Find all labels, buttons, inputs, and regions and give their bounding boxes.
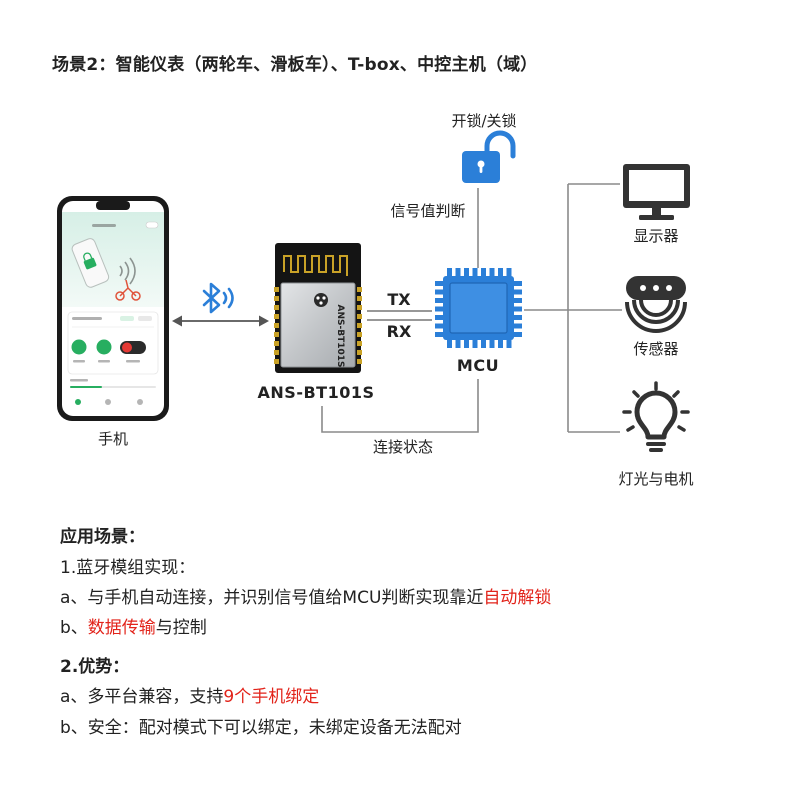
module-pad (357, 359, 362, 364)
section1-item-a-highlight: 自动解锁 (483, 588, 552, 608)
phone-scooter-illustration (115, 279, 141, 301)
mcu-pin (447, 339, 452, 348)
sensor-icon (625, 276, 687, 333)
module-print-text: ANS-BT101S (335, 305, 345, 368)
mcu-pin (513, 332, 522, 337)
output-connector-lines (524, 183, 622, 433)
mcu-pin (464, 268, 469, 277)
section1-item-b-text: b、 (60, 618, 88, 638)
section2-item-a-text: a、多平台兼容，支持 (60, 687, 224, 707)
mcu-pin (513, 298, 522, 303)
rx-label: RX (387, 322, 412, 341)
module-pad (274, 359, 279, 364)
section2-item-a: a、多平台兼容，支持9个手机绑定 (60, 684, 319, 710)
section1-item-b-suffix: 与控制 (155, 618, 207, 638)
wireless-link-arrow (172, 315, 269, 327)
mcu-pin (506, 268, 512, 277)
mcu-pin (513, 281, 522, 286)
module-pad (274, 287, 279, 292)
module-pad (357, 305, 362, 310)
section1-item-a: a、与手机自动连接，并识别信号值给MCU判断实现靠近自动解锁 (60, 585, 551, 611)
mcu-pin (481, 268, 486, 277)
mcu-pin (489, 268, 495, 277)
section1-item-a-text: a、与手机自动连接，并识别信号值给MCU判断实现靠近 (60, 588, 484, 608)
page-title: 场景2：智能仪表（两轮车、滑板车）、T-box、中控主机（域） (52, 55, 538, 75)
mcu-pin (472, 339, 478, 348)
signal-judgement-label: 信号值判断 (390, 202, 465, 220)
notes-heading: 应用场景： (60, 527, 145, 547)
mcu-pin (513, 306, 522, 312)
mcu-pin (435, 323, 444, 329)
mcu-pin (435, 281, 444, 286)
sensor-label: 传感器 (633, 340, 678, 358)
connection-status-label: 连接状态 (373, 438, 433, 456)
connection-status-line (321, 379, 479, 433)
module-pad (274, 305, 279, 310)
mcu-pin (513, 289, 522, 295)
chip-icon (435, 268, 522, 348)
mcu-label: MCU (457, 356, 499, 375)
mcu-pin (447, 268, 452, 277)
module-pad (274, 314, 279, 319)
mcu-pin (513, 315, 522, 320)
lightbulb-label: 灯光与电机 (618, 470, 693, 488)
phone-signal-icon (119, 257, 136, 285)
system-diagram: 手机 ANS-BT101S ANS-BT101S TX RX (57, 112, 694, 488)
module-pad (357, 287, 362, 292)
uart-lines (367, 310, 432, 321)
tx-label: TX (387, 290, 411, 309)
module-pad (357, 296, 362, 301)
module-pad (357, 341, 362, 346)
phone-lock-button (71, 339, 87, 355)
module-pad (274, 323, 279, 328)
unlock-icon (462, 130, 516, 183)
mcu-pin (513, 323, 522, 329)
phone-unlock-button (96, 339, 112, 355)
mcu-pin (506, 339, 512, 348)
section1-item-b-highlight: 数据传输 (87, 618, 156, 638)
monitor-icon (623, 164, 690, 220)
mcu-pin (498, 268, 503, 277)
module-pad (357, 350, 362, 355)
module-pads (274, 287, 362, 364)
module-shield (280, 282, 356, 368)
mcu-pin (464, 339, 469, 348)
section2-item-b-text: b、安全：配对模式下可以绑定，未绑定设备无法配对 (60, 718, 462, 738)
module-pad (357, 314, 362, 319)
phone-label: 手机 (98, 430, 128, 448)
monitor-label: 显示器 (633, 227, 678, 245)
mcu-pin (435, 315, 444, 320)
module-pad (274, 341, 279, 346)
mcu-pin (498, 339, 503, 348)
module-pad (274, 350, 279, 355)
mcu-pin (481, 339, 486, 348)
mcu-pin (435, 332, 444, 337)
bluetooth-module: ANS-BT101S (274, 243, 362, 373)
mcu-pin (455, 268, 461, 277)
mcu-pin (435, 289, 444, 295)
module-pad (274, 332, 279, 337)
module-antenna (283, 255, 348, 276)
mcu-pin (435, 298, 444, 303)
mcu-pin (435, 306, 444, 312)
mcu-pins (435, 268, 522, 348)
module-logo-icon (314, 293, 328, 307)
section2-item-a-highlight: 9个手机绑定 (223, 687, 320, 707)
section2-title: 2.优势： (60, 657, 130, 677)
module-pad (357, 323, 362, 328)
phone-device-illustration (71, 238, 110, 288)
bluetooth-icon (202, 282, 234, 314)
smartphone-icon (57, 196, 169, 421)
module-pad (357, 332, 362, 337)
section1-item-b: b、数据传输与控制 (60, 615, 207, 641)
lightbulb-icon (622, 381, 690, 452)
mcu-pin (455, 339, 461, 348)
mcu-pin (489, 339, 495, 348)
section2-item-b: b、安全：配对模式下可以绑定，未绑定设备无法配对 (60, 715, 462, 741)
module-label: ANS-BT101S (258, 383, 375, 402)
mcu-pin (472, 268, 478, 277)
module-pad (274, 296, 279, 301)
lock-label: 开锁/关锁 (451, 112, 516, 130)
section1-title: 1.蓝牙模组实现： (60, 558, 196, 578)
